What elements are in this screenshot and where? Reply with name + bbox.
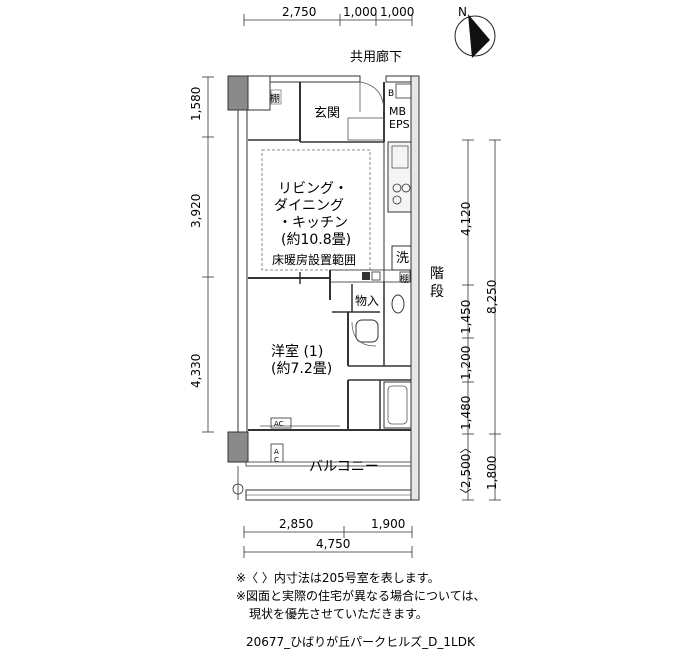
balcony-wall	[245, 461, 412, 467]
stove-burner-icon	[392, 183, 402, 193]
dim-right-outer-2: 1,800	[485, 456, 499, 490]
dim-top-3: 1,000	[380, 5, 414, 19]
kitchen-counter	[387, 141, 412, 213]
dim-top-1: 2,750	[282, 5, 316, 19]
dim-bottom-2: 1,900	[371, 517, 405, 531]
ac-unit-icon	[270, 417, 292, 429]
western-room-label-1: 洋室 (1)	[271, 343, 323, 360]
dim-left-2: 3,920	[189, 194, 203, 228]
dim-bottom-1: 2,850	[279, 517, 313, 531]
dim-right-inner-3: 1,200	[459, 346, 473, 380]
compass: N	[454, 5, 496, 58]
column-bottom-left	[227, 431, 249, 463]
genkan-label: 玄関	[314, 106, 340, 121]
ac-outdoor-label-c: C	[274, 456, 279, 464]
corridor-label: 共用廊下	[350, 49, 402, 65]
left-dimensions	[202, 76, 214, 433]
western-room-label-2: (約7.2畳)	[271, 361, 332, 377]
note-line-3: 現状を優先させていただきます。	[249, 607, 428, 621]
stairs-label-2: 段	[430, 284, 444, 300]
basin-icon	[391, 294, 405, 314]
stove-burner-icon	[401, 183, 411, 193]
floor-heating-label: 床暖房設置範囲	[272, 252, 356, 267]
balcony-label: バルコニー	[309, 459, 379, 475]
dim-right-outer-1: 8,250	[485, 280, 499, 314]
dim-bottom-3: 4,750	[316, 537, 350, 551]
ac-outdoor-label-a: A	[274, 448, 279, 456]
north-arrow-icon	[468, 14, 490, 58]
footer-title: 20677_ひばりが丘パークヒルズ_D_1LDK	[246, 634, 476, 649]
note-line-2: ※図面と実際の住宅が異なる場合については、	[236, 588, 485, 603]
living-label-3: ・キッチン	[278, 215, 348, 231]
compass-north-label: N	[458, 5, 467, 19]
dim-right-inner-2: 1,450	[459, 300, 473, 334]
dim-top-2: 1,000	[343, 5, 377, 19]
toilet-icon	[355, 319, 379, 343]
bottom-dimensions	[243, 526, 413, 558]
right-dimensions	[462, 139, 501, 501]
dim-right-inner-5: 〈2,500〉	[459, 442, 473, 500]
dim-left-3: 4,330	[189, 354, 203, 388]
walls	[227, 75, 420, 501]
compass-circle	[454, 15, 496, 57]
shelf-label-1: 棚	[270, 92, 280, 105]
top-dimensions	[243, 14, 413, 26]
note-line-1: ※〈 〉内寸法は205号室を表します。	[236, 570, 440, 585]
dim-right-inner-1: 4,120	[459, 202, 473, 236]
living-label-2: ダイニング	[274, 198, 344, 214]
storage-label: 物入	[355, 294, 379, 308]
shelf-label-2: 棚	[400, 273, 409, 285]
stove-burner-icon	[392, 195, 402, 205]
dim-right-inner-4: 1,480	[459, 396, 473, 430]
bathtub-icon	[383, 381, 412, 429]
column-top-left	[227, 75, 249, 111]
mb-label: MB	[389, 105, 406, 118]
eps-label: EPS	[389, 118, 410, 131]
right-wall	[410, 75, 420, 501]
left-wall	[237, 109, 248, 433]
entrance-door-swing	[359, 81, 385, 113]
living-label-4: (約10.8畳)	[281, 232, 351, 248]
floor-heating-area	[261, 149, 371, 271]
living-label-1: リビング・	[278, 181, 348, 197]
stairs-label-1: 階	[430, 266, 444, 282]
sink-icon	[391, 145, 409, 169]
ac-label: AC	[274, 420, 284, 428]
top-wall	[269, 75, 361, 83]
b-meter-label: B	[388, 89, 394, 99]
dim-left-1: 1,580	[189, 87, 203, 121]
wash-label: 洗	[396, 251, 409, 266]
